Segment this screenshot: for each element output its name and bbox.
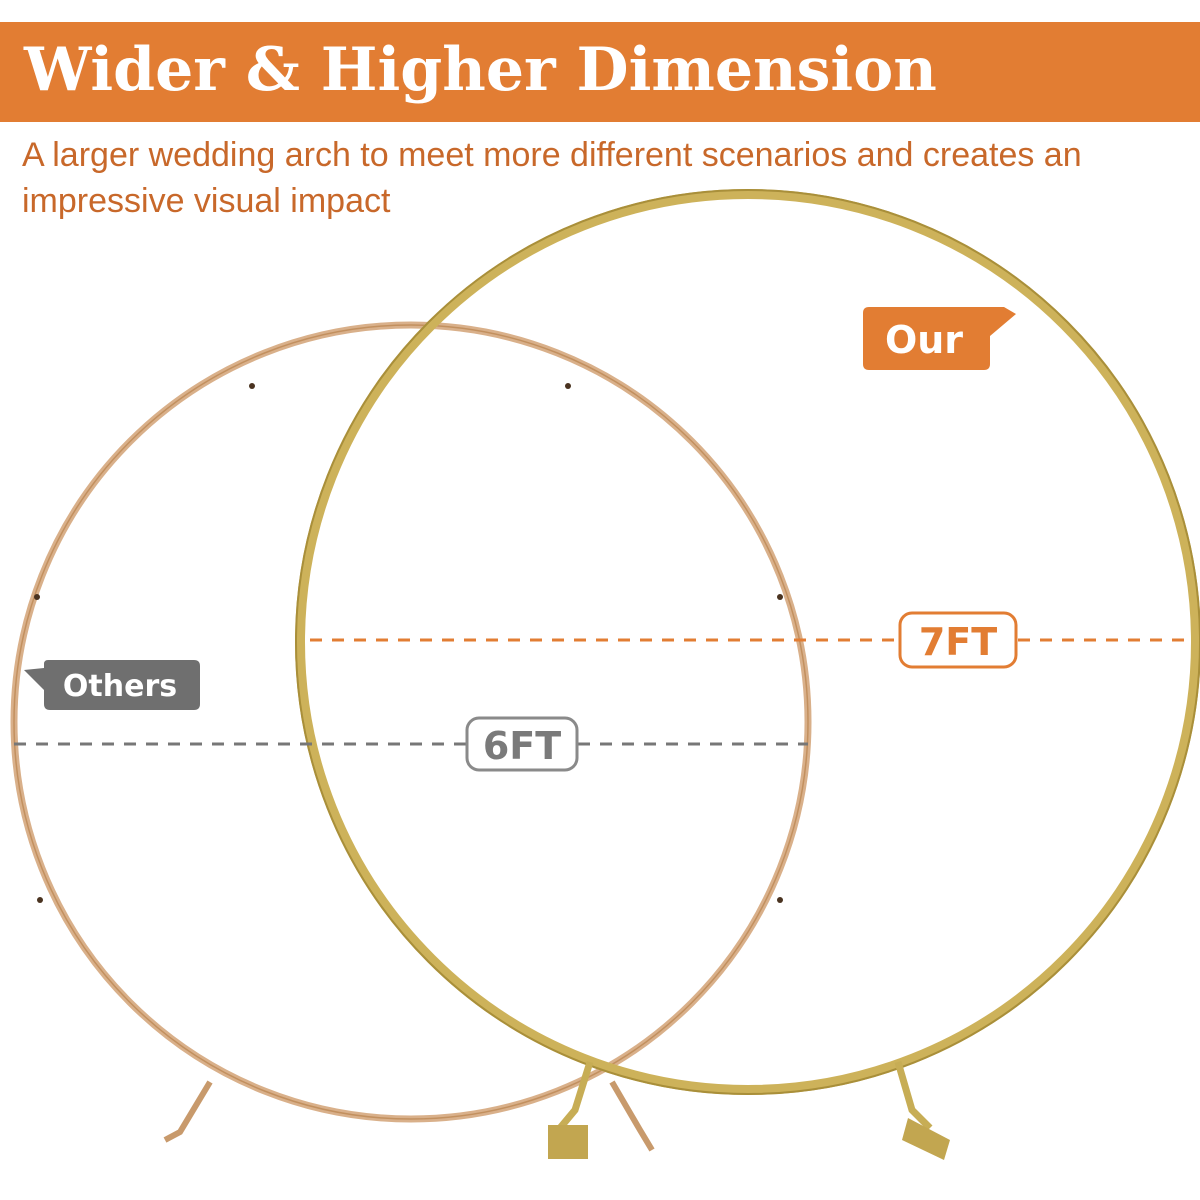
others-arch-left-leg: [163, 1080, 213, 1143]
small-arch-dimension-label: 6FT: [483, 724, 561, 768]
others-arch-joint: [777, 594, 783, 600]
our-callout: Our: [863, 307, 1016, 370]
large-arch-dimension-label: 7FT: [919, 620, 997, 664]
others-callout-bubble: [24, 660, 200, 710]
small-arch-dimension-box: [465, 716, 579, 772]
others-arch-joint: [249, 383, 255, 389]
our-arch-right-foot: [902, 1118, 950, 1160]
others-arch-right-leg: [609, 1080, 655, 1152]
our-arch-ring: [295, 189, 1200, 1095]
our-callout-label: Our: [885, 318, 963, 362]
others-arch-joint: [37, 897, 43, 903]
subtitle-text: A larger wedding arch to meet more diffe…: [22, 136, 1082, 220]
our-arch-ring-shade: [295, 189, 1200, 1095]
others-arch: [10, 321, 812, 1152]
others-arch-ring-shade: [13, 324, 809, 1120]
large-arch-dimension-box: [898, 611, 1018, 669]
page-title: Wider & Higher Dimension: [24, 35, 937, 105]
our-arch: [295, 189, 1200, 1160]
others-callout: Others: [24, 660, 200, 710]
our-arch-left-leg: [557, 1060, 594, 1131]
our-arch-right-leg: [894, 1061, 933, 1131]
our-callout-bubble: [863, 307, 1016, 370]
title-banner: [0, 22, 1200, 122]
large-arch-dimension: 7FT: [310, 611, 1190, 669]
others-arch-joint: [565, 383, 571, 389]
others-arch-joint: [777, 897, 783, 903]
others-arch-joint: [34, 594, 40, 600]
our-arch-left-foot: [548, 1125, 588, 1159]
others-arch-ring: [10, 321, 812, 1123]
small-arch-dimension: 6FT: [14, 716, 808, 772]
others-callout-label: Others: [63, 669, 177, 704]
